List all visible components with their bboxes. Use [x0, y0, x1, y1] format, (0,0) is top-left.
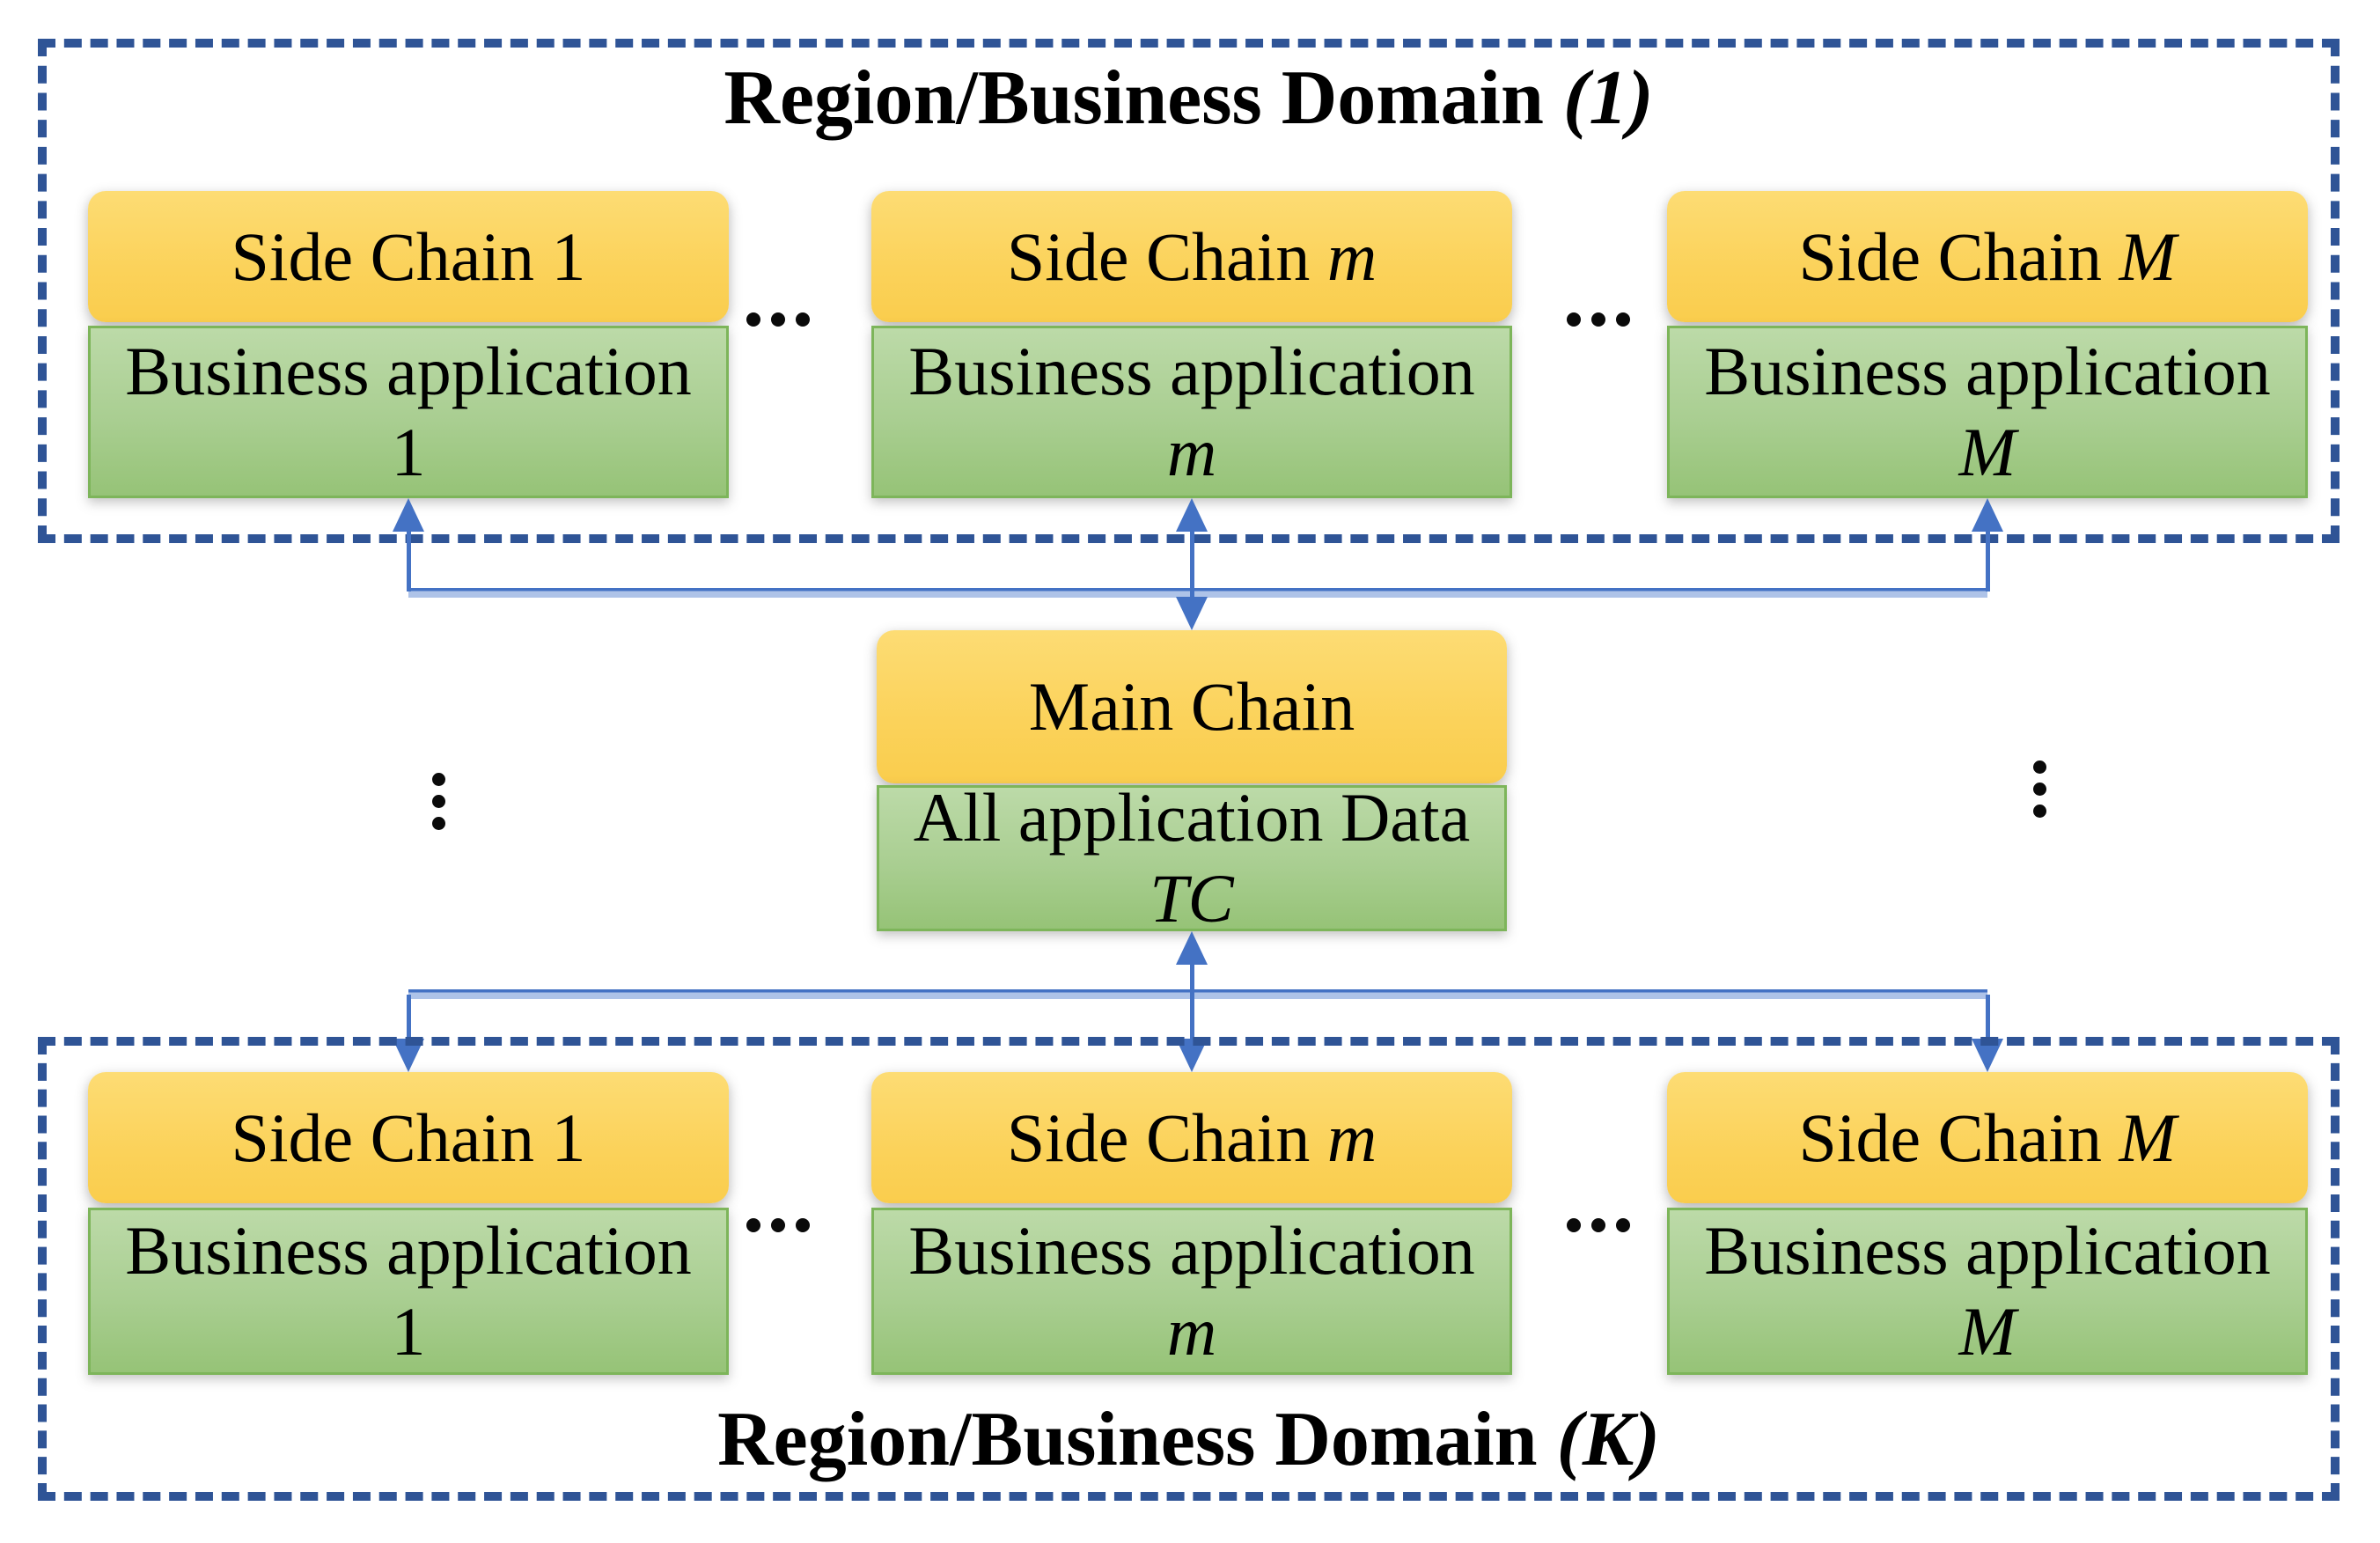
business-application-label: Business application — [125, 1212, 692, 1289]
side-chain-text: Side Chain — [1798, 1098, 2119, 1176]
business-application-1-box-region-1: Business application 1 — [88, 326, 729, 498]
side-chain-label: Side Chain M — [1799, 1098, 2177, 1178]
horizontal-ellipsis-icon — [746, 312, 810, 327]
business-application-m-box-region-K: Business application m — [871, 1208, 1512, 1375]
connector-shaft — [1986, 995, 1990, 1042]
horizontal-ellipsis-icon — [1567, 312, 1630, 327]
side-chain-text: Side Chain — [1798, 217, 2119, 295]
side-chain-1-box-region-K: Side Chain 1 — [88, 1072, 729, 1203]
side-chain-label: Side Chain 1 — [231, 217, 586, 297]
side-chain-index: m — [1326, 217, 1377, 295]
business-application-M-box-region-K: Business application M — [1667, 1208, 2308, 1375]
side-chain-label: Side Chain M — [1799, 217, 2177, 297]
business-application-index: M — [1958, 1293, 2016, 1370]
connector-line-bottom — [408, 989, 1987, 999]
main-chain-box: Main Chain — [877, 630, 1507, 783]
business-application-label: Business application — [908, 333, 1475, 409]
connector-shaft — [1190, 530, 1194, 599]
business-application-label: Business application — [1704, 1212, 2271, 1289]
side-chain-index: 1 — [551, 1098, 586, 1176]
business-application-m-box-region-1: Business application m — [871, 326, 1512, 498]
side-chain-text: Side Chain — [231, 217, 552, 295]
connector-line-top — [408, 588, 1987, 598]
main-chain-label: Main Chain — [1028, 668, 1355, 745]
side-chain-label: Side Chain m — [1007, 217, 1377, 297]
side-chain-m-box-region-1: Side Chain m — [871, 191, 1512, 322]
all-application-data-box: All application Data TC — [877, 779, 1507, 937]
business-application-index: m — [1166, 414, 1217, 490]
side-chain-label: Side Chain m — [1007, 1098, 1377, 1178]
region-1-dashed-border — [38, 39, 2340, 543]
arrow-up-icon — [1176, 498, 1208, 532]
arrow-down-icon — [1176, 597, 1208, 630]
business-application-label: Business application — [1704, 333, 2271, 409]
side-chain-1-box-region-1: Side Chain 1 — [88, 191, 729, 322]
side-chain-index: M — [2119, 217, 2177, 295]
side-chain-M-box-region-1: Side Chain M — [1667, 191, 2308, 322]
business-application-index: M — [1958, 414, 2016, 490]
side-chain-text: Side Chain — [231, 1098, 552, 1176]
side-chain-text: Side Chain — [1006, 217, 1327, 295]
business-application-index: m — [1166, 1293, 1217, 1370]
all-application-data-tc: TC — [1150, 860, 1234, 937]
region-K-title: Region/Business Domain (K) — [38, 1391, 2340, 1489]
side-chain-index: M — [2119, 1098, 2177, 1176]
connector-shaft — [407, 995, 411, 1042]
side-chain-m-box-region-K: Side Chain m — [871, 1072, 1512, 1203]
region-K-dashed-border — [38, 1037, 2340, 1501]
vertical-ellipsis-icon — [2033, 760, 2046, 818]
arrow-up-icon — [1176, 931, 1208, 965]
region-1-title-text: Region/Business Domain — [724, 55, 1563, 141]
business-application-index: 1 — [391, 414, 426, 490]
region-1-title-index: (1) — [1562, 55, 1654, 141]
region-1-title: Region/Business Domain (1) — [38, 49, 2340, 148]
side-chain-text: Side Chain — [1006, 1098, 1327, 1176]
business-application-M-box-region-1: Business application M — [1667, 326, 2308, 498]
side-chain-index: 1 — [551, 217, 586, 295]
side-chain-M-box-region-K: Side Chain M — [1667, 1072, 2308, 1203]
connector-shaft — [1986, 530, 1990, 591]
region-K-title-text: Region/Business Domain — [717, 1397, 1557, 1482]
business-application-index: 1 — [391, 1293, 426, 1370]
arrow-up-icon — [393, 498, 424, 532]
connector-shaft — [407, 530, 411, 591]
business-application-label: Business application — [125, 333, 692, 409]
connector-shaft — [1190, 963, 1194, 1040]
side-chain-label: Side Chain 1 — [231, 1098, 586, 1178]
horizontal-ellipsis-icon — [746, 1218, 810, 1232]
region-K-title-index: (K) — [1556, 1397, 1660, 1482]
business-application-1-box-region-K: Business application 1 — [88, 1208, 729, 1375]
vertical-ellipsis-icon — [432, 773, 445, 830]
side-chain-index: m — [1326, 1098, 1377, 1176]
horizontal-ellipsis-icon — [1567, 1218, 1630, 1232]
all-application-data-label: All application Data — [913, 779, 1471, 856]
arrow-up-icon — [1972, 498, 2003, 532]
business-application-label: Business application — [908, 1212, 1475, 1289]
